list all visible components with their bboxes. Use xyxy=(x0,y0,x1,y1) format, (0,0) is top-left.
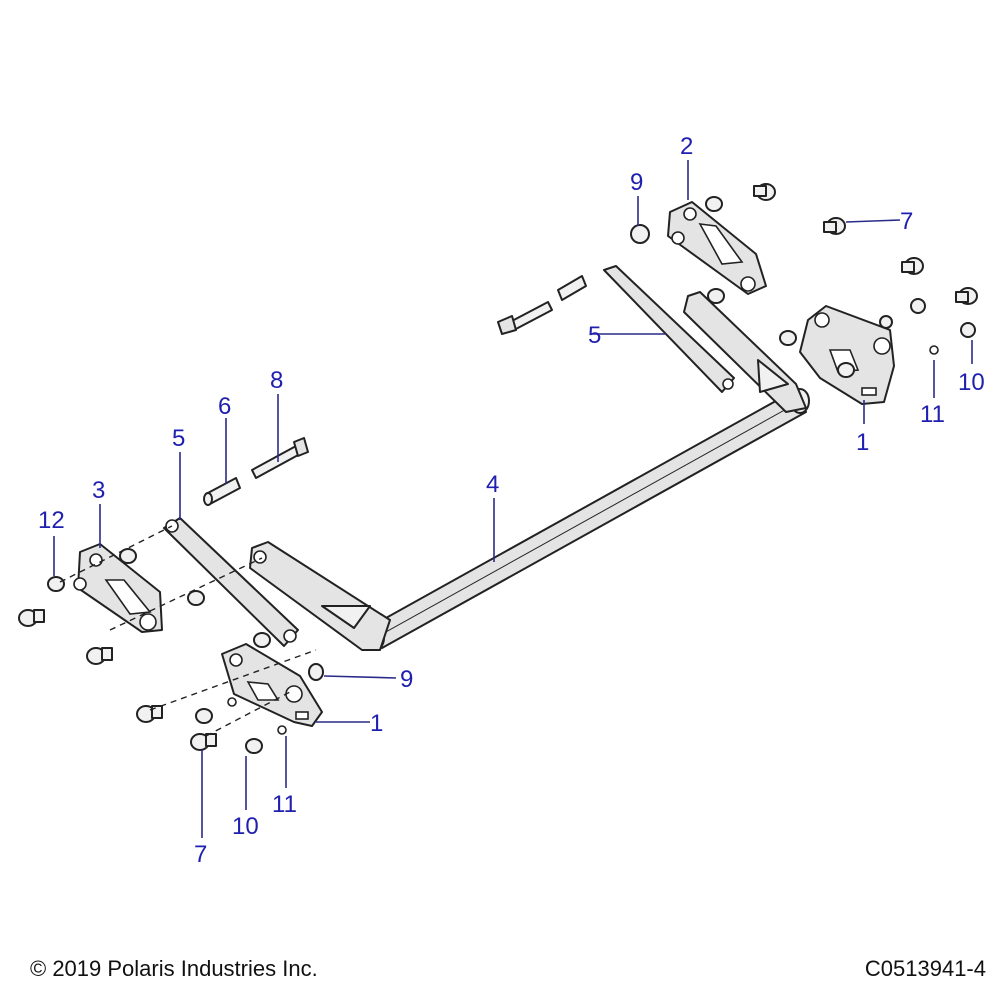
callout-6: 6 xyxy=(218,393,231,420)
fasteners xyxy=(18,183,978,754)
bolt-part-8 xyxy=(251,437,309,479)
mount-plate-left-part-1 xyxy=(221,643,323,727)
callout-12: 12 xyxy=(38,507,65,534)
callout-5-left: 5 xyxy=(172,425,185,452)
callout-8: 8 xyxy=(270,367,283,394)
left-gusset-arm xyxy=(249,541,391,651)
callout-1-right: 1 xyxy=(856,429,869,456)
sleeve-part-6 xyxy=(203,477,241,506)
callout-10-left: 10 xyxy=(232,813,259,840)
right-gusset-arm xyxy=(683,291,807,413)
leader-lines xyxy=(53,160,973,838)
callout-2: 2 xyxy=(680,133,693,160)
bracket-part-3 xyxy=(73,543,163,633)
cross-tube-part-4 xyxy=(365,388,810,651)
callout-11-left: 11 xyxy=(272,791,297,818)
bracket-part-2 xyxy=(667,201,767,295)
bolt-right xyxy=(497,301,553,335)
callout-10-right: 10 xyxy=(958,369,985,396)
mount-plate-right-part-1 xyxy=(799,305,895,405)
callout-9-left: 9 xyxy=(400,666,413,693)
callout-labels: 1 1 2 3 4 5 5 6 7 7 8 9 9 10 10 11 11 12 xyxy=(38,133,985,868)
callout-5-right: 5 xyxy=(588,322,601,349)
drawing-number: C0513941-4 xyxy=(864,956,986,981)
callout-9-right: 9 xyxy=(630,169,643,196)
callout-7-left: 7 xyxy=(194,841,207,868)
callout-7-right: 7 xyxy=(900,208,913,235)
link-bar-right-part-5 xyxy=(603,265,735,393)
callout-11-right: 11 xyxy=(920,401,945,428)
callout-1-left: 1 xyxy=(370,710,383,737)
assembly-lines xyxy=(59,525,317,737)
callout-4: 4 xyxy=(486,471,499,498)
sleeve-right xyxy=(557,275,587,301)
callout-3: 3 xyxy=(92,477,105,504)
copyright-text: © 2019 Polaris Industries Inc. xyxy=(30,956,318,981)
